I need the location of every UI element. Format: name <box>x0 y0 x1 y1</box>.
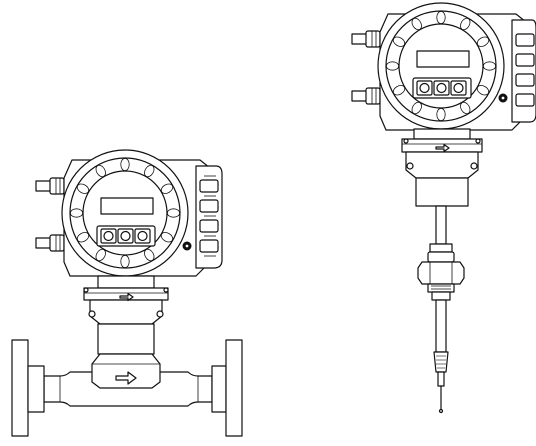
flow-direction-arrow <box>435 143 450 153</box>
operating-keys <box>96 225 156 247</box>
probe-stem <box>427 205 455 263</box>
neck-adapter <box>83 275 169 355</box>
neck-adapter <box>401 128 483 207</box>
cable-gland-lower <box>351 87 381 105</box>
sensor-tip <box>437 371 445 414</box>
measuring-tube <box>43 353 213 407</box>
probe-tube <box>433 299 449 373</box>
display-window <box>416 50 470 68</box>
process-flange-left <box>11 339 45 437</box>
cable-gland-upper <box>351 30 381 48</box>
compression-fitting <box>417 261 465 301</box>
cable-gland-lower <box>35 234 65 252</box>
inline-flowmeter <box>11 149 243 437</box>
process-flange-right <box>211 339 243 437</box>
operating-keys <box>412 77 472 99</box>
flow-direction-arrow <box>119 292 134 302</box>
cable-gland-upper <box>35 177 65 195</box>
insertion-flowmeter <box>351 2 536 414</box>
display-window <box>100 197 154 215</box>
